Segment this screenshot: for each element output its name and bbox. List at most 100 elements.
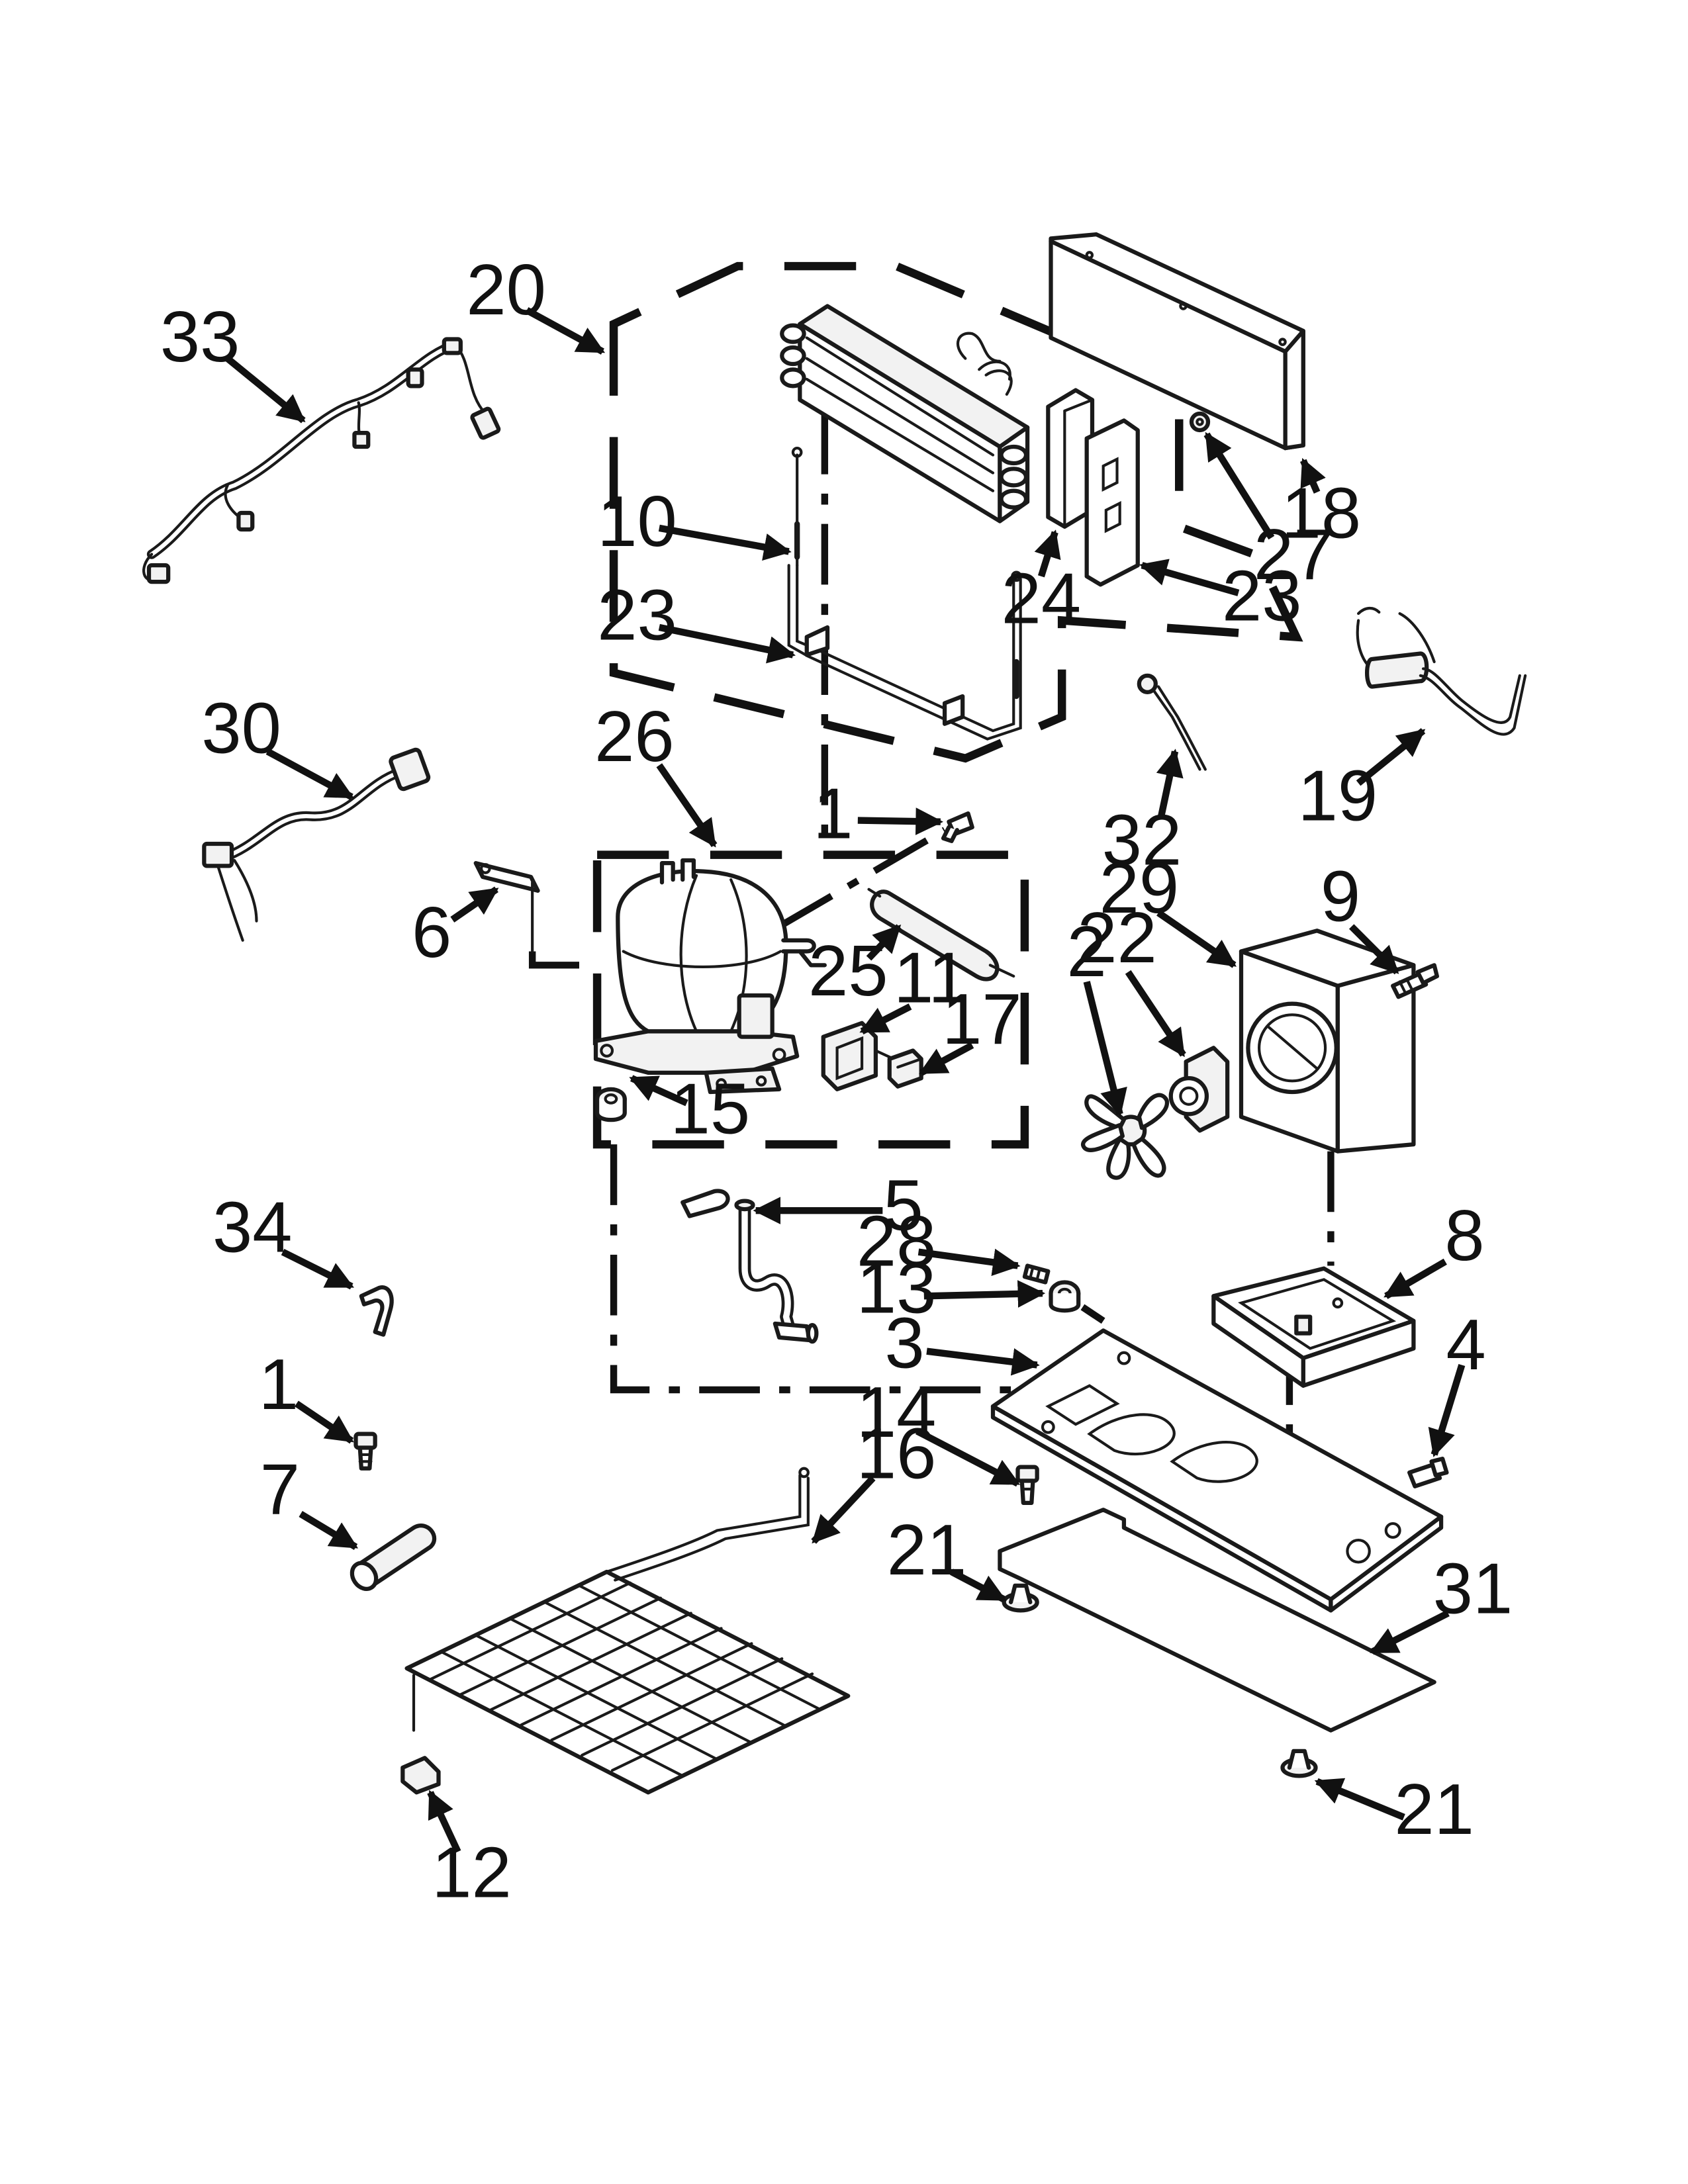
assembly-20-boundary xyxy=(609,261,1303,763)
filter-drier-25[interactable] xyxy=(867,887,1015,981)
housing-18[interactable] xyxy=(1049,232,1305,451)
thermostat-32[interactable] xyxy=(1137,673,1207,771)
callout-23b: 23 xyxy=(1222,556,1302,636)
drain-tube-5[interactable] xyxy=(680,1189,819,1344)
callout-10: 10 xyxy=(597,481,677,561)
relay-11[interactable] xyxy=(821,1021,896,1091)
callout-21a: 21 xyxy=(887,1510,967,1590)
leader-17 xyxy=(919,1042,974,1076)
leader-9 xyxy=(1348,924,1400,975)
callout-3: 3 xyxy=(885,1303,925,1383)
evaporator-coil[interactable] xyxy=(780,304,1030,523)
power-cord[interactable] xyxy=(202,747,431,942)
callout-34: 34 xyxy=(212,1187,293,1267)
compressor-26[interactable] xyxy=(593,858,827,1095)
fan-base-8[interactable] xyxy=(1211,1266,1416,1388)
callout-21b: 21 xyxy=(1394,1769,1474,1849)
screw-14[interactable] xyxy=(1015,1465,1039,1505)
leader-1b xyxy=(295,1400,354,1444)
centerline-drier xyxy=(777,827,947,930)
centerline-grommet xyxy=(1080,1304,1105,1324)
callout-11: 11 xyxy=(894,938,968,1018)
leader-21a xyxy=(950,1569,1007,1603)
heater-wire-10[interactable] xyxy=(791,447,803,567)
leader-7 xyxy=(299,1511,359,1550)
leader-28 xyxy=(917,1248,1021,1276)
screw-1-upper[interactable] xyxy=(941,811,974,843)
base-plate-3[interactable] xyxy=(990,1328,1444,1613)
callout-16: 16 xyxy=(857,1413,937,1493)
grommet-13[interactable] xyxy=(1049,1280,1081,1313)
cover-plate-23[interactable] xyxy=(1084,418,1140,587)
leader-29 xyxy=(1156,909,1237,968)
leader-18 xyxy=(1299,458,1326,494)
tube-assembly-19[interactable] xyxy=(1356,606,1527,736)
leader-23b xyxy=(1139,559,1240,596)
callout-30: 30 xyxy=(201,688,281,768)
leader-21b xyxy=(1314,1778,1405,1821)
leader-3 xyxy=(926,1347,1040,1376)
callout-9: 9 xyxy=(1321,856,1360,936)
clip-12[interactable] xyxy=(400,1756,441,1795)
leader-33 xyxy=(225,355,306,424)
fan-blade-2[interactable] xyxy=(1081,1093,1169,1180)
leader-13 xyxy=(923,1280,1046,1308)
callout-15: 15 xyxy=(671,1068,751,1148)
leader-20 xyxy=(525,307,606,355)
grommet-15[interactable] xyxy=(594,1087,627,1122)
clip-27[interactable] xyxy=(1189,411,1211,433)
leader-1a xyxy=(857,807,943,835)
leader-32 xyxy=(1156,749,1184,817)
leader-19 xyxy=(1356,728,1426,786)
leader-26 xyxy=(656,763,718,848)
fan-motor-22[interactable] xyxy=(1168,1046,1230,1133)
clip-34[interactable] xyxy=(359,1285,394,1337)
callout-32: 32 xyxy=(1102,799,1182,880)
callout-5: 5 xyxy=(883,1165,923,1245)
callout-7: 7 xyxy=(260,1449,300,1529)
leader-11 xyxy=(859,1003,912,1034)
callout-2: 2 xyxy=(1067,911,1107,991)
leader-15 xyxy=(629,1075,688,1107)
callout-12: 12 xyxy=(432,1833,511,1913)
screw-28[interactable] xyxy=(1022,1263,1051,1285)
leader-16 xyxy=(811,1475,876,1544)
wire-harness[interactable] xyxy=(142,337,501,584)
callout-6: 6 xyxy=(412,892,451,972)
condenser-coil-16[interactable] xyxy=(404,1467,851,1795)
leader-8 xyxy=(1383,1258,1447,1299)
centerline-mount xyxy=(528,951,598,969)
defrost-heater-23[interactable] xyxy=(787,564,1022,741)
screw-1-lower[interactable] xyxy=(353,1432,377,1471)
callout-25: 25 xyxy=(808,931,888,1011)
screw-4[interactable] xyxy=(1407,1457,1449,1488)
foot-21-lower[interactable] xyxy=(1280,1749,1318,1778)
callout-23a: 23 xyxy=(597,575,677,655)
screw-9[interactable] xyxy=(1391,963,1439,999)
leader-2 xyxy=(1083,981,1127,1117)
leader-12 xyxy=(427,1790,461,1854)
callout-14: 14 xyxy=(857,1372,937,1452)
leader-10 xyxy=(658,524,792,561)
callout-19: 19 xyxy=(1298,756,1378,836)
callout-1a: 1 xyxy=(813,774,853,854)
callout-8: 8 xyxy=(1444,1195,1484,1275)
callout-22: 22 xyxy=(1077,897,1157,978)
bracket-6[interactable] xyxy=(473,861,540,953)
callout-18: 18 xyxy=(1282,473,1362,553)
leader-34 xyxy=(281,1249,354,1290)
callout-27: 27 xyxy=(1254,514,1334,594)
leader-6 xyxy=(450,886,499,923)
leader-4 xyxy=(1428,1363,1466,1457)
assembly-26-boundary xyxy=(592,850,1029,1149)
foot-21-upper[interactable] xyxy=(1002,1583,1039,1613)
tube-sleeve-7[interactable] xyxy=(347,1524,437,1594)
leader-14 xyxy=(915,1428,1021,1487)
callout-24: 24 xyxy=(1002,559,1082,639)
insulation-pad-31[interactable] xyxy=(998,1508,1436,1733)
overload-17[interactable] xyxy=(887,1048,923,1089)
callout-33: 33 xyxy=(160,296,240,377)
leader-25 xyxy=(866,924,902,961)
callout-31: 31 xyxy=(1433,1549,1513,1629)
